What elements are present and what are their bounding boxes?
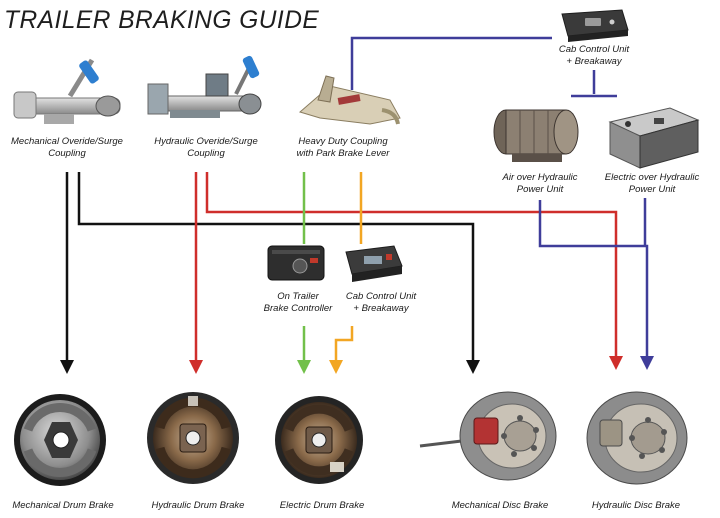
mechanical-drum-brake-label: Mechanical Drum Brake xyxy=(12,500,114,511)
arrow-hyd-drum xyxy=(189,360,203,374)
line-hyd-coupling-to-hyd-disc xyxy=(205,172,618,358)
page-title: TRAILER BRAKING GUIDE xyxy=(4,6,320,34)
hydraulic-coupling-label-line1: Hydraulic Overide/Surge xyxy=(154,136,258,147)
electric-over-hydraulic-label: Electric over Hydraulic Power Unit xyxy=(592,172,712,196)
electric-drum-brake-image xyxy=(275,396,363,484)
air-over-hydraulic-label: Air over Hydraulic Power Unit xyxy=(486,172,594,196)
hydraulic-coupling-image xyxy=(147,55,262,118)
top-cab-control-unit-image xyxy=(561,9,629,42)
electric-over-hydraulic-label-line2: Power Unit xyxy=(628,184,676,195)
line-air-unit-to-hyd-disc xyxy=(538,200,649,358)
cab-control-label-line1: Cab Control Unit xyxy=(345,291,417,302)
on-trailer-controller-label-line2: Brake Controller xyxy=(263,303,333,314)
mechanical-drum-brake-image xyxy=(14,394,106,486)
hydraulic-disc-brake-label: Hydraulic Disc Brake xyxy=(591,500,681,511)
mechanical-disc-brake-label: Mechanical Disc Brake xyxy=(451,500,549,511)
air-over-hydraulic-unit-image xyxy=(493,109,579,162)
arrow-mech-drum xyxy=(60,360,74,374)
heavy-duty-coupling-label-line2: with Park Brake Lever xyxy=(296,148,390,159)
line-heavy-coupling-to-top-cab xyxy=(350,36,552,90)
mechanical-disc-brake-image xyxy=(419,391,557,481)
heavy-duty-coupling-label-line1: Heavy Duty Coupling xyxy=(298,136,388,147)
top-cab-control-label: Cab Control Unit + Breakaway xyxy=(549,44,639,68)
mechanical-coupling-image xyxy=(13,58,121,124)
mechanical-coupling-label-line1: Mechanical Overide/Surge xyxy=(11,136,123,147)
hydraulic-coupling-label: Hydraulic Overide/Surge Coupling xyxy=(141,136,271,160)
top-cab-control-label-line1: Cab Control Unit xyxy=(558,44,630,55)
air-over-hydraulic-label-line1: Air over Hydraulic xyxy=(502,172,578,183)
on-trailer-controller-label-line1: On Trailer xyxy=(277,291,319,302)
mechanical-coupling-label: Mechanical Overide/Surge Coupling xyxy=(2,136,132,160)
arrow-electric-drum-orange xyxy=(329,360,343,374)
air-over-hydraulic-label-line2: Power Unit xyxy=(516,184,564,195)
cab-control-label-line2: + Breakaway xyxy=(353,303,409,314)
hydraulic-drum-brake-label: Hydraulic Drum Brake xyxy=(151,500,245,511)
hydraulic-drum-brake-image xyxy=(147,392,239,484)
arrow-mech-disc xyxy=(466,360,480,374)
on-trailer-controller-label: On Trailer Brake Controller xyxy=(252,291,344,315)
arrow-hyd-disc-blue xyxy=(640,356,654,370)
hydraulic-coupling-label-line2: Coupling xyxy=(187,148,225,159)
arrow-hyd-disc-red xyxy=(609,356,623,370)
mechanical-coupling-label-line2: Coupling xyxy=(48,148,86,159)
electric-over-hydraulic-unit-image xyxy=(608,107,700,169)
electric-drum-brake-label: Electric Drum Brake xyxy=(279,500,365,511)
connector-lines xyxy=(65,36,649,362)
heavy-duty-coupling-label: Heavy Duty Coupling with Park Brake Leve… xyxy=(283,136,403,160)
hydraulic-disc-brake-image xyxy=(586,391,688,485)
cab-control-unit-image xyxy=(345,245,403,282)
arrow-heads xyxy=(60,356,654,374)
arrow-electric-drum-green xyxy=(297,360,311,374)
cab-control-label: Cab Control Unit + Breakaway xyxy=(331,291,431,315)
line-mech-coupling-to-mech-disc xyxy=(77,172,475,362)
electric-over-hydraulic-label-line1: Electric over Hydraulic xyxy=(604,172,700,183)
top-cab-control-label-line2: + Breakaway xyxy=(566,56,622,67)
line-cab-to-electric-drum xyxy=(334,326,354,362)
heavy-duty-coupling-image xyxy=(298,75,401,125)
on-trailer-controller-image xyxy=(267,245,325,281)
